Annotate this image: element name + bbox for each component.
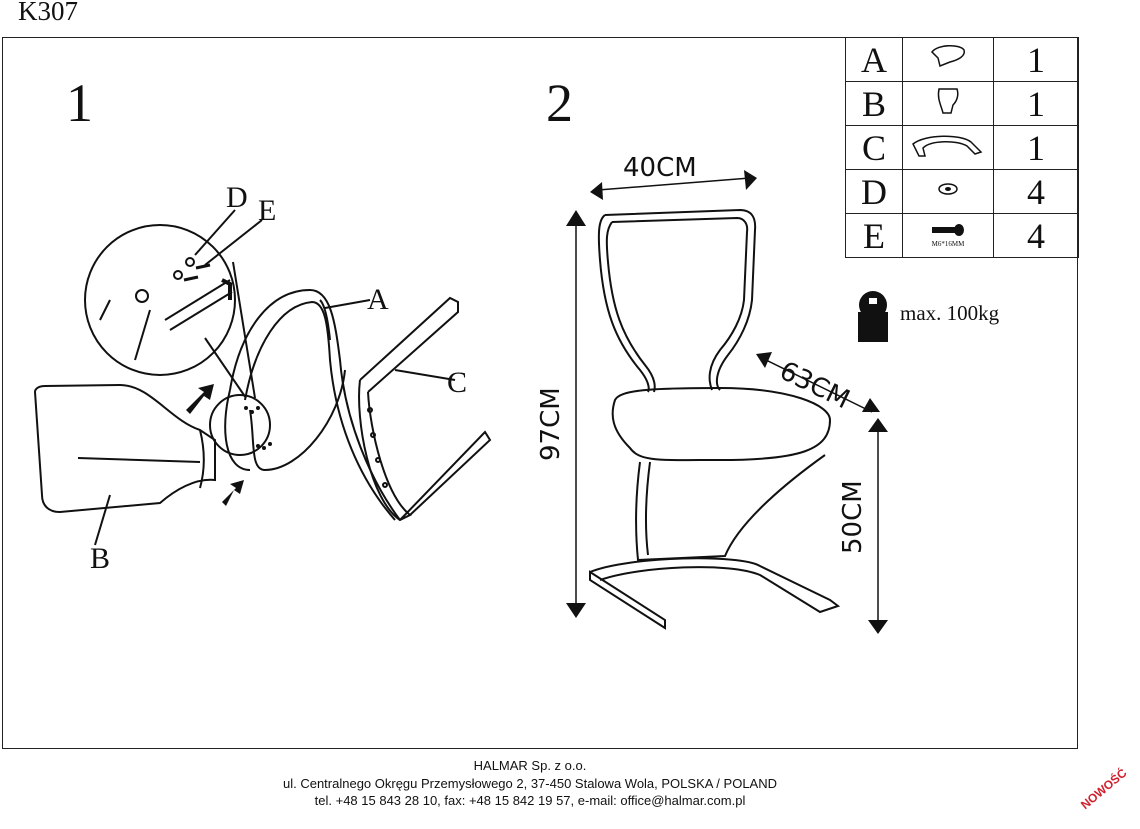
instruction-frame [2,37,1078,749]
backrest-icon [931,45,966,68]
seat-icon [937,88,959,114]
step-1-number: 1 [66,73,93,133]
part-quantity: 1 [993,81,1079,126]
callout-c: C [447,366,468,399]
step-2-number: 2 [546,73,573,133]
washer-icon [938,183,958,195]
part-letter: A [845,37,903,82]
company-address: ul. Centralnego Okręgu Przemysłowego 2, … [282,776,777,791]
callout-b: B [90,542,111,575]
part-letter: B [845,81,903,126]
chair-profile [589,208,841,630]
part-letter: E [845,213,903,258]
model-number: K307 [18,0,78,26]
part-quantity: 1 [993,37,1079,82]
seat-part-b [33,383,216,514]
part-letter: D [845,169,903,214]
parts-table: A 1 B 1 C 1 D [845,37,1079,258]
screw-code: M6*16MM [931,240,965,248]
parts-row-b: B 1 [845,81,1079,126]
part-quantity: 4 [993,213,1079,258]
part-letter: C [845,125,903,170]
dimension-seat-height: 50CM [838,480,868,554]
parts-row-d: D 4 [845,169,1079,214]
company-contact: tel. +48 15 843 28 10, fax: +48 15 842 1… [314,793,746,808]
max-load-label: max. 100kg [900,301,1000,325]
backrest-part-a [224,288,401,521]
magnified-detail [84,224,256,399]
dimension-height: 97CM [536,387,566,461]
callout-d: D [226,181,248,214]
parts-row-c: C 1 [845,125,1079,170]
dimension-lines [575,177,879,628]
parts-row-a: A 1 [845,37,1079,82]
company-name: HALMAR Sp. z o.o. [473,758,587,773]
base-frame-part-c [358,296,492,522]
screw-icon [932,224,964,236]
callout-a: A [367,283,389,316]
callout-e: E [258,194,277,227]
parts-row-e: E M6*16MM 4 [845,213,1079,258]
base-frame-icon [912,135,983,157]
dimension-width: 40CM [623,153,697,183]
part-quantity: 1 [993,125,1079,170]
part-quantity: 4 [993,169,1079,214]
